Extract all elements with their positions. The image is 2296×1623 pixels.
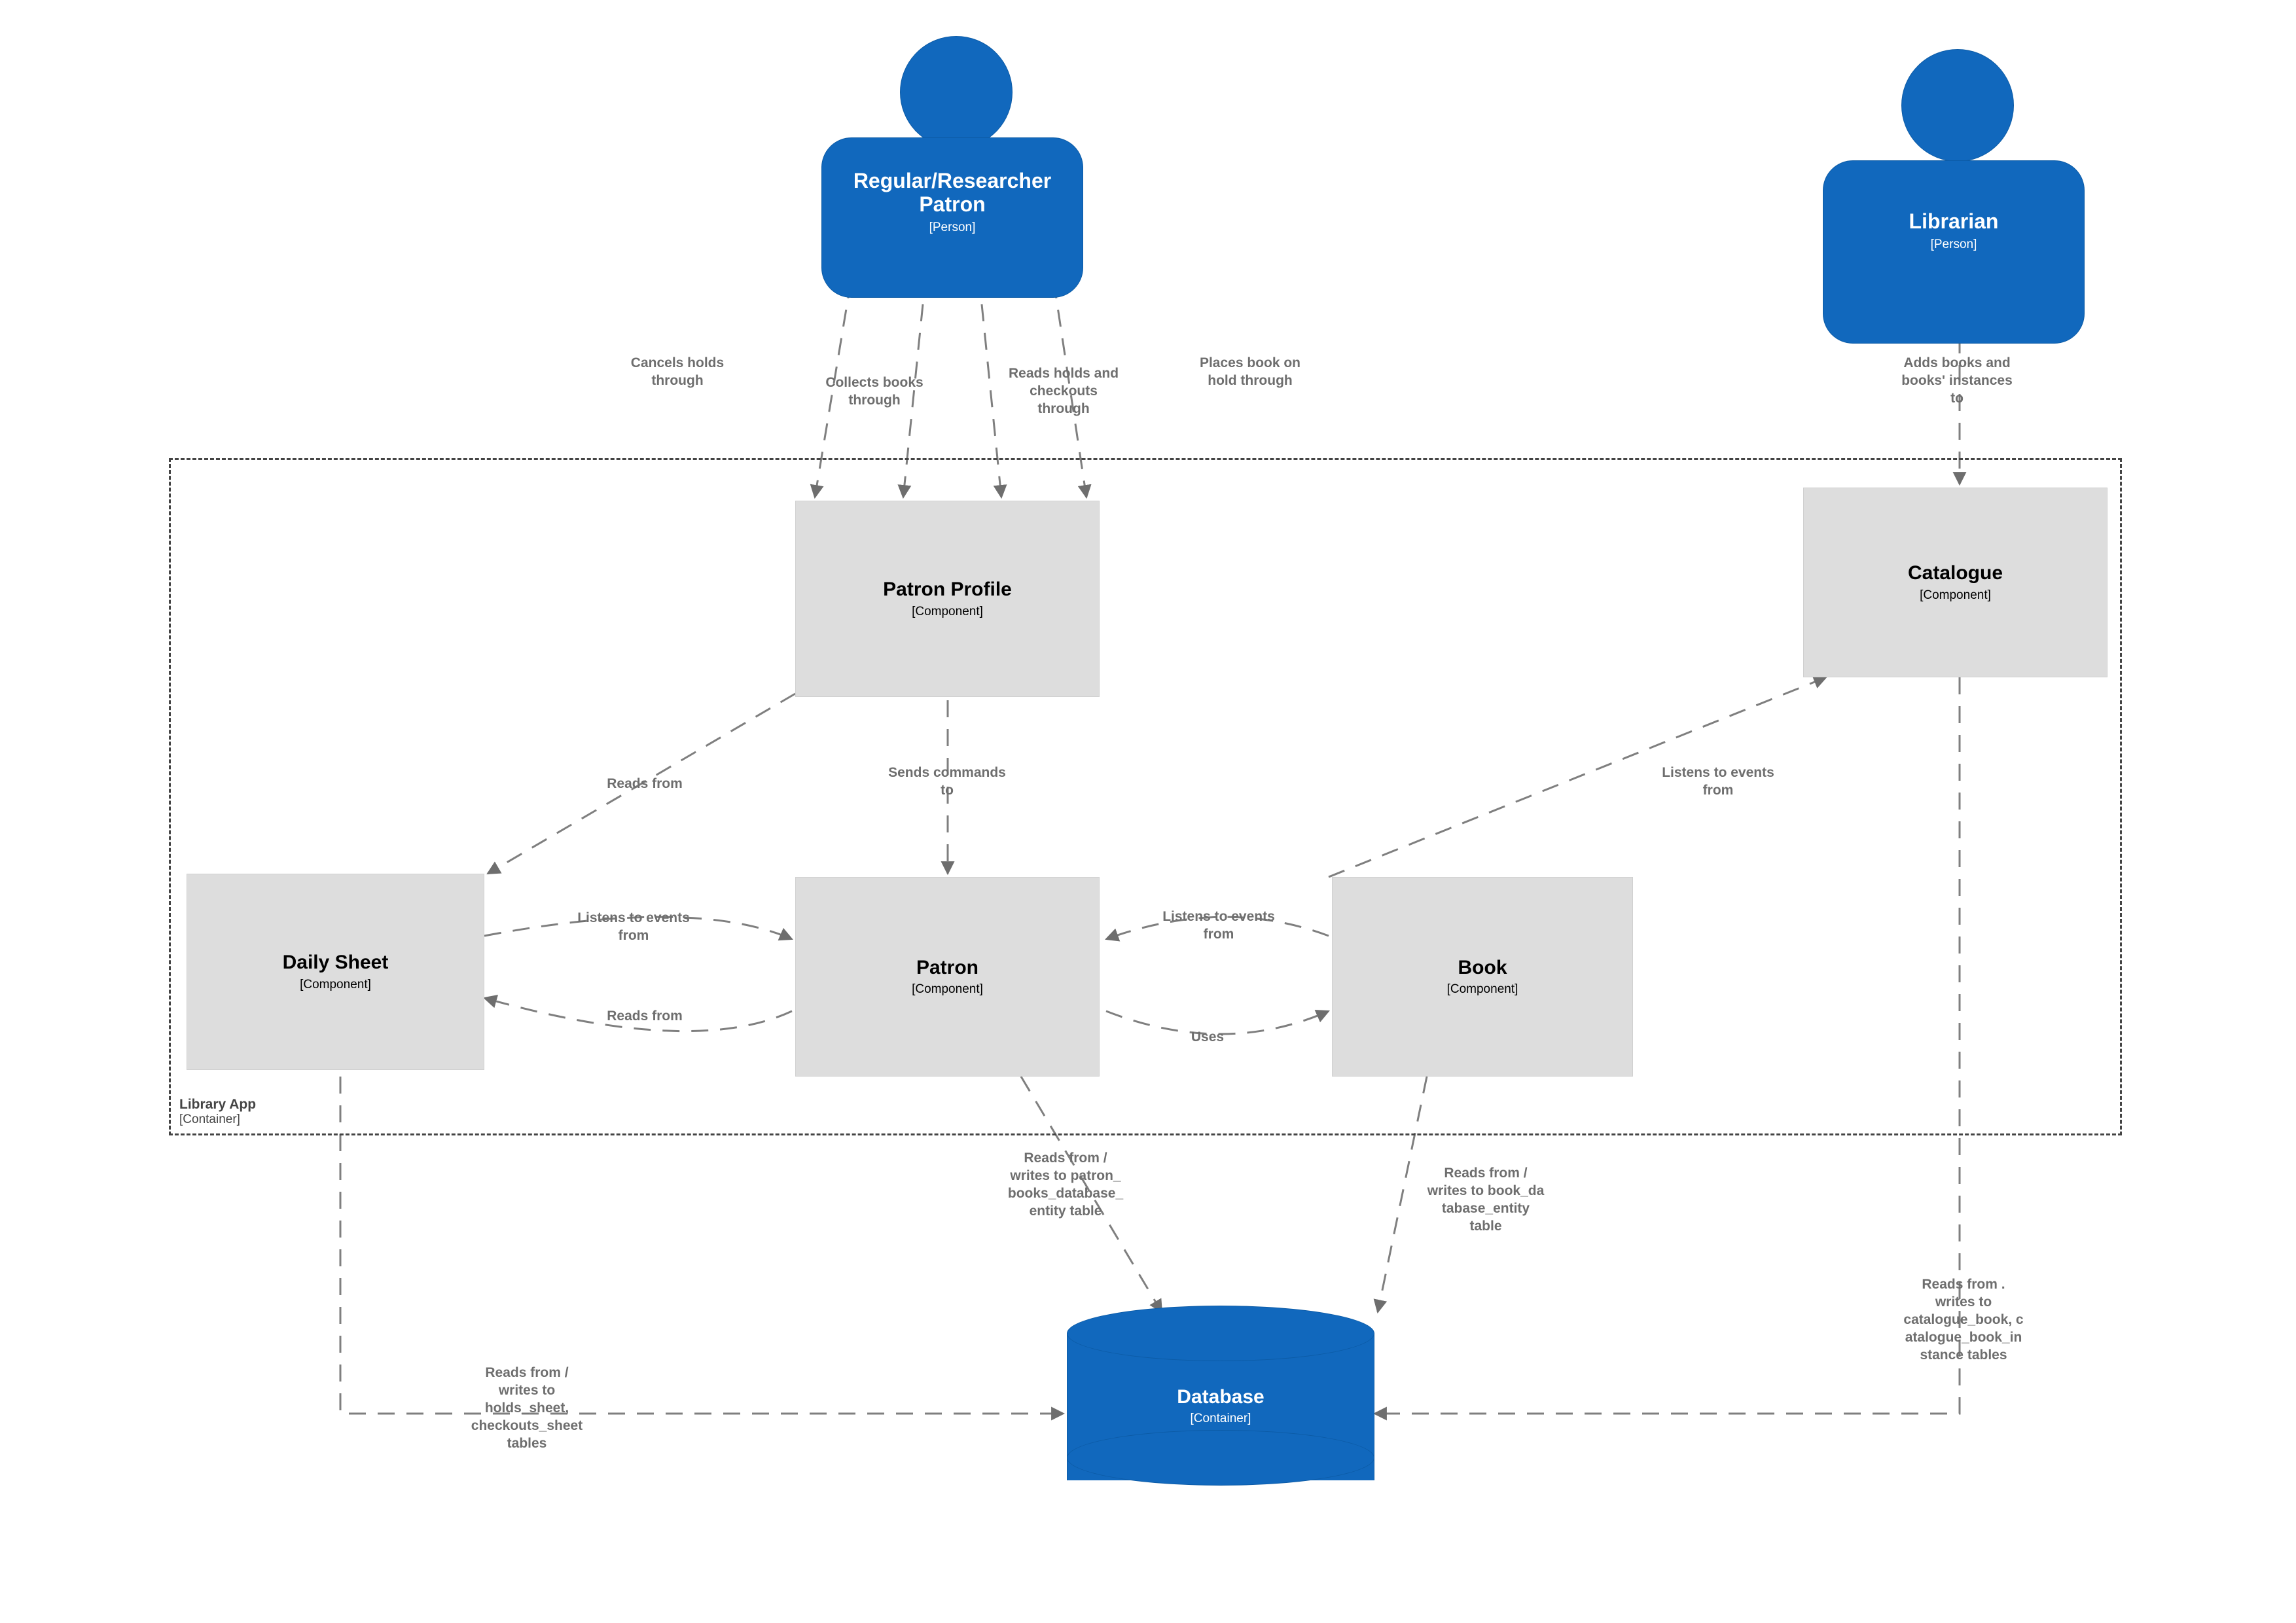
edge-label-dailysheet-database: Reads from / writes to holds_sheet, chec…: [471, 1365, 583, 1451]
component-daily-sheet[interactable]: Daily Sheet [Component]: [187, 874, 484, 1070]
component-type: [Component]: [912, 604, 983, 618]
component-type: [Component]: [1920, 588, 1991, 602]
component-type: [Component]: [912, 982, 983, 997]
component-type: [Component]: [300, 977, 371, 991]
database-name: Database: [1177, 1386, 1265, 1408]
component-name: Daily Sheet: [282, 952, 389, 974]
component-name: Patron Profile: [883, 579, 1012, 601]
edge-label-collects-books: Collects books through: [825, 375, 924, 408]
library-app-boundary: [169, 458, 2122, 1135]
edge-label-patron-database: Reads from / writes to patron_ books_dat…: [1007, 1150, 1124, 1219]
person-regular-researcher-patron[interactable]: Regular/Researcher Patron [Person]: [821, 36, 1083, 298]
edge-label-patron-uses-book: Uses: [1191, 1029, 1225, 1044]
database-label: Database [Container]: [1067, 1385, 1374, 1426]
database-bottom-ellipse: [1067, 1430, 1374, 1486]
database-type: [Container]: [1190, 1412, 1251, 1425]
person-type: [Person]: [1930, 237, 1977, 251]
edge-label-sends-commands-to: Sends commands to: [888, 765, 1006, 798]
person-librarian[interactable]: Librarian [Person]: [1823, 36, 2085, 344]
edge-label-book-database: Reads from / writes to book_da tabase_en…: [1427, 1166, 1545, 1234]
edge-label-profile-reads-from: Reads from: [607, 776, 683, 791]
boundary-name: Library App: [179, 1097, 257, 1112]
component-name: Catalogue: [1907, 562, 2003, 584]
edge-label-book-listens-catalogue: Listens to events from: [1662, 765, 1774, 798]
component-name: Book: [1458, 956, 1507, 978]
database-top-ellipse: [1067, 1306, 1374, 1361]
component-book[interactable]: Book [Component]: [1332, 877, 1633, 1077]
component-patron-profile[interactable]: Patron Profile [Component]: [795, 501, 1100, 697]
component-name: Patron: [916, 956, 978, 978]
edge-label-patron-reads-from: Reads from: [607, 1008, 683, 1024]
component-type: [Component]: [1446, 982, 1518, 997]
edge-label-cancels-holds: Cancels holds through: [630, 355, 725, 388]
component-catalogue[interactable]: Catalogue [Component]: [1803, 488, 2108, 677]
person-head-icon: [1901, 49, 2014, 162]
person-name: Librarian: [1909, 209, 1999, 233]
boundary-label: Library App [Container]: [179, 1097, 256, 1127]
person-head-icon: [900, 36, 1013, 149]
edge-label-dailysheet-listens: Listens to events from: [577, 910, 690, 943]
edge-label-reads-holds-checkouts: Reads holds and checkouts through: [1008, 366, 1119, 416]
boundary-type: [Container]: [179, 1113, 240, 1127]
edge-label-adds-books: Adds books and books' instances to: [1901, 355, 2013, 406]
person-name: Regular/Researcher Patron: [853, 169, 1052, 216]
edge-label-places-book-on-hold: Places book on hold through: [1199, 355, 1301, 388]
person-body: Librarian [Person]: [1823, 160, 2085, 344]
component-patron[interactable]: Patron [Component]: [795, 877, 1100, 1077]
datastore-database[interactable]: Database [Container]: [1067, 1306, 1374, 1508]
edge-label-catalogue-database: Reads from . writes to catalogue_book, c…: [1903, 1277, 2024, 1363]
edge-label-book-listens-patron: Listens to events from: [1162, 909, 1275, 942]
person-body: Regular/Researcher Patron [Person]: [821, 137, 1083, 298]
person-type: [Person]: [929, 220, 976, 234]
